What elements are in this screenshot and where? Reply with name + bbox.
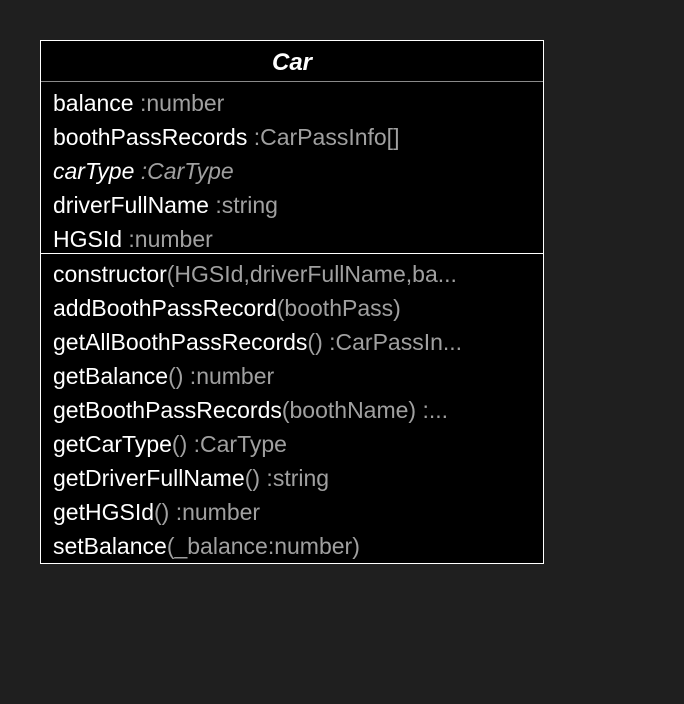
method-name: getBoothPassRecords [53, 397, 282, 423]
method-row[interactable]: constructor(HGSId,driverFullName,ba... [53, 257, 529, 291]
method-signature: (boothName) :... [281, 397, 449, 423]
attribute-name: carType [53, 158, 135, 184]
method-row[interactable]: getDriverFullName() :string [53, 461, 529, 495]
method-signature: () :CarType [171, 431, 287, 457]
attribute-row[interactable]: boothPassRecords :CarPassInfo[] [53, 120, 529, 154]
attribute-row[interactable]: driverFullName :string [53, 188, 529, 222]
method-name: getAllBoothPassRecords [53, 329, 308, 355]
attribute-row[interactable]: HGSId :number [53, 222, 529, 256]
attribute-type: :number [133, 90, 225, 116]
attribute-name: boothPassRecords [53, 124, 248, 150]
method-signature: () :CarPassIn... [307, 329, 463, 355]
method-signature: (HGSId,driverFullName,ba... [166, 261, 457, 287]
attribute-name: driverFullName [53, 192, 209, 218]
method-row[interactable]: getBalance() :number [53, 359, 529, 393]
method-name: getHGSId [53, 499, 154, 525]
attribute-name: balance [53, 90, 134, 116]
method-signature: (boothPass) [276, 295, 401, 321]
class-name: Car [41, 41, 543, 82]
method-name: constructor [53, 261, 167, 287]
attribute-type: :CarPassInfo[] [247, 124, 400, 150]
method-signature: (_balance:number) [166, 533, 360, 559]
method-row[interactable]: getBoothPassRecords(boothName) :... [53, 393, 529, 427]
attribute-type: :string [208, 192, 278, 218]
method-name: getDriverFullName [53, 465, 245, 491]
method-row[interactable]: getAllBoothPassRecords() :CarPassIn... [53, 325, 529, 359]
attribute-type: :CarType [134, 158, 234, 184]
attribute-row[interactable]: carType :CarType [53, 154, 529, 188]
method-name: getBalance [53, 363, 169, 389]
method-signature: () :number [154, 499, 261, 525]
attribute-name: HGSId [53, 226, 123, 252]
method-signature: () :string [244, 465, 330, 491]
uml-class-car[interactable]: Car balance :number boothPassRecords :Ca… [40, 40, 544, 564]
method-name: getCarType [53, 431, 172, 457]
method-name: setBalance [53, 533, 167, 559]
method-name: addBoothPassRecord [53, 295, 277, 321]
method-row[interactable]: getCarType() :CarType [53, 427, 529, 461]
attribute-row[interactable]: balance :number [53, 86, 529, 120]
attributes-section: balance :number boothPassRecords :CarPas… [41, 82, 543, 254]
methods-section: constructor(HGSId,driverFullName,ba... a… [41, 254, 543, 563]
method-row[interactable]: addBoothPassRecord(boothPass) [53, 291, 529, 325]
method-row[interactable]: setBalance(_balance:number) [53, 529, 529, 563]
method-signature: () :number [168, 363, 275, 389]
attribute-type: :number [122, 226, 213, 252]
method-row[interactable]: getHGSId() :number [53, 495, 529, 529]
